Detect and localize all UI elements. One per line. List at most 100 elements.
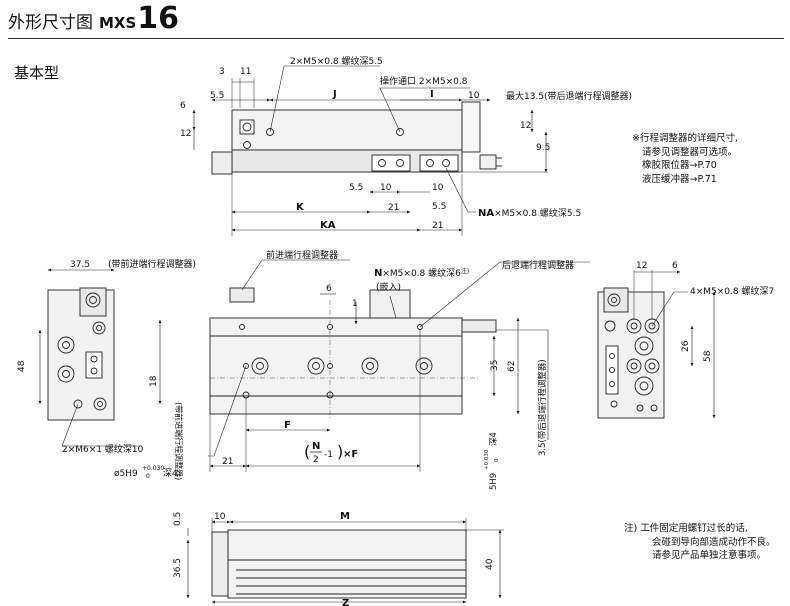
front-view bbox=[38, 268, 162, 447]
dim-12-right: 12 bbox=[520, 121, 531, 131]
dim-12-rv: 12 bbox=[636, 261, 647, 271]
top-left-block bbox=[211, 151, 233, 175]
dim-5-5-mid: 5.5 bbox=[349, 183, 363, 193]
dim-1-mid: 1 bbox=[352, 299, 358, 309]
dim-k: K bbox=[296, 202, 305, 213]
vertical-rear: 3.5(带后退端行程调整器) bbox=[537, 359, 548, 456]
front-hole-depth: 深4 bbox=[163, 468, 178, 479]
label-n-note: 注) bbox=[461, 267, 469, 275]
svg-text:): ) bbox=[337, 442, 343, 461]
formula-n: N bbox=[312, 441, 320, 452]
dim-40: 40 bbox=[485, 558, 495, 570]
dim-6-mid: 6 bbox=[326, 284, 332, 294]
vertical-slot-tol: +0.030 bbox=[484, 449, 490, 470]
dim-37-5: 37.5 bbox=[70, 260, 90, 270]
callout-na: NA×M5×0.8 螺纹深5.5 bbox=[478, 207, 581, 219]
dim-5-5-left: 5.5 bbox=[210, 91, 224, 101]
right-callout-tap: 4×M5×0.8 螺纹深7 bbox=[690, 285, 774, 297]
callout-port: 操作通口 2×M5×0.8 bbox=[380, 75, 468, 87]
front-hole-tol: +0.030 bbox=[142, 465, 164, 472]
dim-j: J bbox=[332, 89, 337, 100]
dim-26: 26 bbox=[681, 340, 691, 352]
dim-12: 12 bbox=[180, 129, 191, 139]
label-fwd-adjuster: 前进端行程调整器 bbox=[266, 249, 338, 261]
dim-10: 10 bbox=[468, 91, 480, 101]
dim-18: 18 bbox=[149, 375, 159, 387]
page-header: 外形尺寸图 MXS 16 bbox=[8, 4, 179, 38]
note-line-4: 液压缓冲器→P.71 bbox=[642, 173, 717, 185]
header-rule bbox=[8, 38, 784, 39]
note-line-1: ※行程调整器的详细尺寸, bbox=[632, 133, 738, 144]
dim-21: 21 bbox=[388, 203, 399, 213]
formula-minus-1: -1 bbox=[324, 450, 333, 460]
right-view-labels: 12 6 4×M5×0.8 螺纹深7 26 58 bbox=[636, 261, 774, 362]
vertical-fwd: (带前进端行程调整器) bbox=[174, 402, 184, 480]
dim-10-bv: 10 bbox=[214, 512, 226, 522]
dim-f: F bbox=[284, 420, 291, 431]
dim-35: 35 bbox=[490, 360, 500, 371]
footnote-line-1: 注) 工件固定用螺钉过长的话, bbox=[624, 523, 748, 534]
dim-m: M bbox=[340, 511, 350, 522]
callout-tap: 2×M5×0.8 螺纹深5.5 bbox=[290, 55, 383, 67]
callout-fwd: (带前进端行程调整器) bbox=[108, 258, 196, 270]
dim-11: 11 bbox=[240, 67, 251, 77]
footnote: 注) 工件固定用螺钉过长的话, 会碰到导向部造成动作不良。请参见产品单独注意事项。 bbox=[624, 522, 776, 563]
dim-62: 62 bbox=[507, 361, 517, 372]
middle-body bbox=[209, 317, 463, 415]
callout-na-bold: NA bbox=[478, 208, 494, 219]
dim-z: Z bbox=[342, 598, 349, 606]
top-view bbox=[192, 65, 548, 236]
dim-6-rv: 6 bbox=[672, 261, 678, 271]
dim-5-5-right: 5.5 bbox=[432, 202, 446, 212]
bottom-body bbox=[227, 529, 467, 599]
dim-0-5: 0.5 bbox=[173, 512, 183, 526]
front-view-labels: 37.5 (带前进端行程调整器) 48 18 2×M6×1 螺纹深10 ø5H9… bbox=[17, 258, 196, 480]
dim-i: I bbox=[430, 89, 434, 100]
dim-3: 3 bbox=[219, 67, 225, 77]
top-view-labels: 3 11 5.5 6 12 J I 10 12 9.5 5.5 10 10 K … bbox=[180, 55, 632, 231]
callout-na-rest: ×M5×0.8 螺纹深5.5 bbox=[494, 207, 581, 219]
footnote-line-3: 请参见产品单独注意事项。 bbox=[652, 550, 767, 561]
callout-max: 最大13.5(带后退端行程调整器) bbox=[506, 90, 632, 102]
formula-2: 2 bbox=[313, 455, 319, 465]
label-n-bold: N bbox=[374, 268, 382, 279]
header-title: 外形尺寸图 bbox=[8, 13, 93, 33]
label-insert: (嵌入) bbox=[376, 282, 401, 293]
front-hole-tol0: 0 bbox=[146, 473, 150, 480]
dim-21-right: 21 bbox=[432, 221, 443, 231]
bottom-view-labels: 0.5 10 M 36.5 40 Z bbox=[173, 511, 495, 606]
vertical-slot-depth: 深4 bbox=[489, 432, 499, 446]
note-line-2: 请参见调整器可选项。 bbox=[642, 146, 738, 158]
dim-10-mid2: 10 bbox=[432, 183, 444, 193]
middle-view bbox=[208, 259, 590, 472]
middle-view-labels: 前进端行程调整器 后退端行程调整器 N×M5×0.8 螺纹深6注) (嵌入) (… bbox=[174, 249, 574, 490]
label-rear-adjuster: 后退端行程调整器 bbox=[502, 259, 574, 271]
subtitle: 基本型 bbox=[14, 64, 60, 82]
dim-9-5: 9.5 bbox=[536, 143, 550, 153]
label-n-thread: N×M5×0.8 螺纹深6注) bbox=[374, 267, 469, 279]
top-table-body bbox=[231, 109, 463, 151]
svg-text:(: ( bbox=[304, 442, 310, 461]
front-callout-tap: 2×M6×1 螺纹深10 bbox=[62, 443, 144, 455]
dim-6: 6 bbox=[180, 101, 186, 111]
dim-48: 48 bbox=[17, 360, 27, 372]
dim-ka: KA bbox=[320, 220, 336, 231]
note-line-3: 橡胶限位器→P.70 bbox=[642, 160, 717, 171]
vertical-slot: 5H9 bbox=[489, 473, 499, 490]
label-n-rest: ×M5×0.8 螺纹深6 bbox=[382, 267, 461, 279]
top-end-plate bbox=[461, 101, 481, 153]
footnote-line-2: 会碰到导向部造成动作不良。 bbox=[652, 536, 776, 548]
dim-21-mid: 21 bbox=[222, 457, 233, 467]
front-hole: ø5H9 bbox=[114, 469, 138, 479]
vertical-slot-tol0: 0 bbox=[494, 458, 500, 462]
adjuster-note: ※行程调整器的详细尺寸, 请参见调整器可选项。橡胶限位器→P.70 液压缓冲器→P.… bbox=[632, 132, 738, 186]
header-size: 16 bbox=[137, 1, 180, 36]
dim-36-5: 36.5 bbox=[173, 558, 183, 578]
header-model: MXS bbox=[99, 14, 137, 32]
formula-times-f: ×F bbox=[343, 449, 358, 460]
dim-58: 58 bbox=[703, 350, 713, 362]
right-view bbox=[597, 270, 716, 419]
n-over-2-formula: N 2 ( -1 ) ×F bbox=[304, 441, 358, 465]
dim-10-mid: 10 bbox=[380, 183, 392, 193]
